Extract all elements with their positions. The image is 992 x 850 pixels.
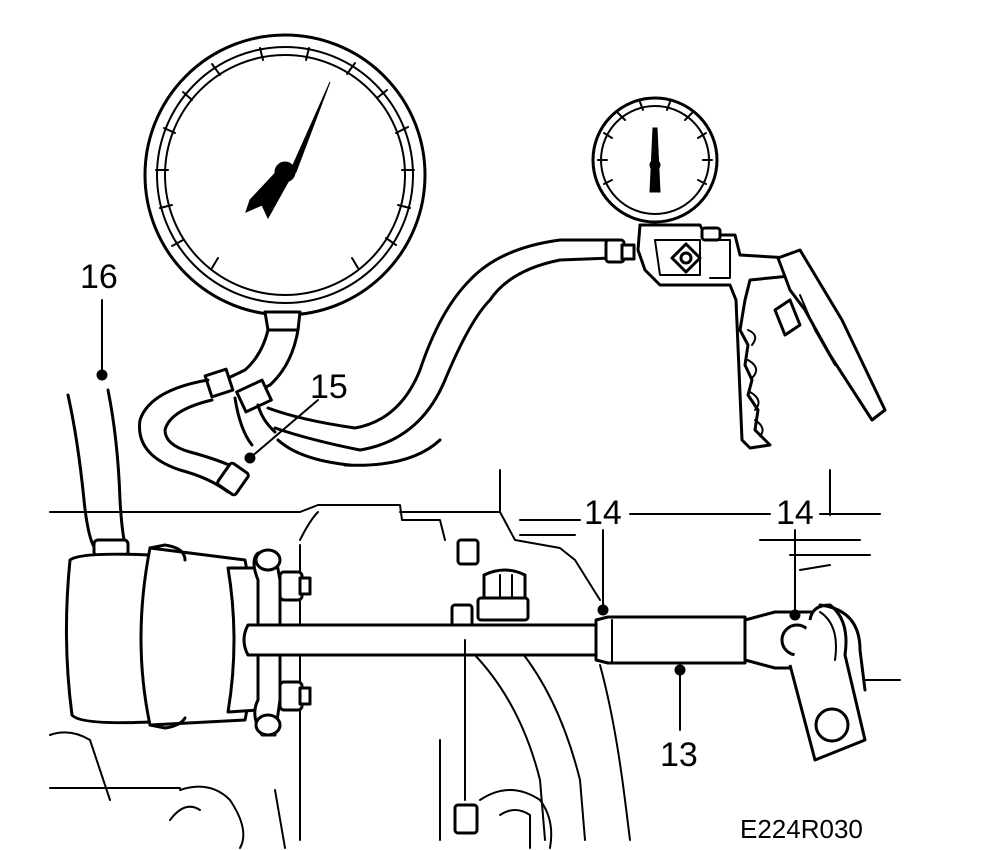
leader-lines — [96, 299, 801, 801]
vacuum-canister — [64, 543, 282, 737]
figure-code: E224R030 — [740, 814, 863, 844]
label-15: 15 — [310, 368, 348, 406]
pushrod-13 — [242, 610, 832, 670]
label-14-right: 14 — [776, 494, 814, 532]
hose-15 — [138, 238, 636, 497]
vacuum-gauge-large — [143, 33, 427, 332]
lever-arm — [788, 603, 867, 762]
label-13: 13 — [660, 736, 698, 774]
label-16: 16 — [80, 258, 118, 296]
hand-vacuum-pump — [591, 96, 887, 450]
flange-bolts — [278, 538, 530, 835]
pipe-16 — [66, 388, 130, 558]
label-14-left: 14 — [584, 494, 622, 532]
